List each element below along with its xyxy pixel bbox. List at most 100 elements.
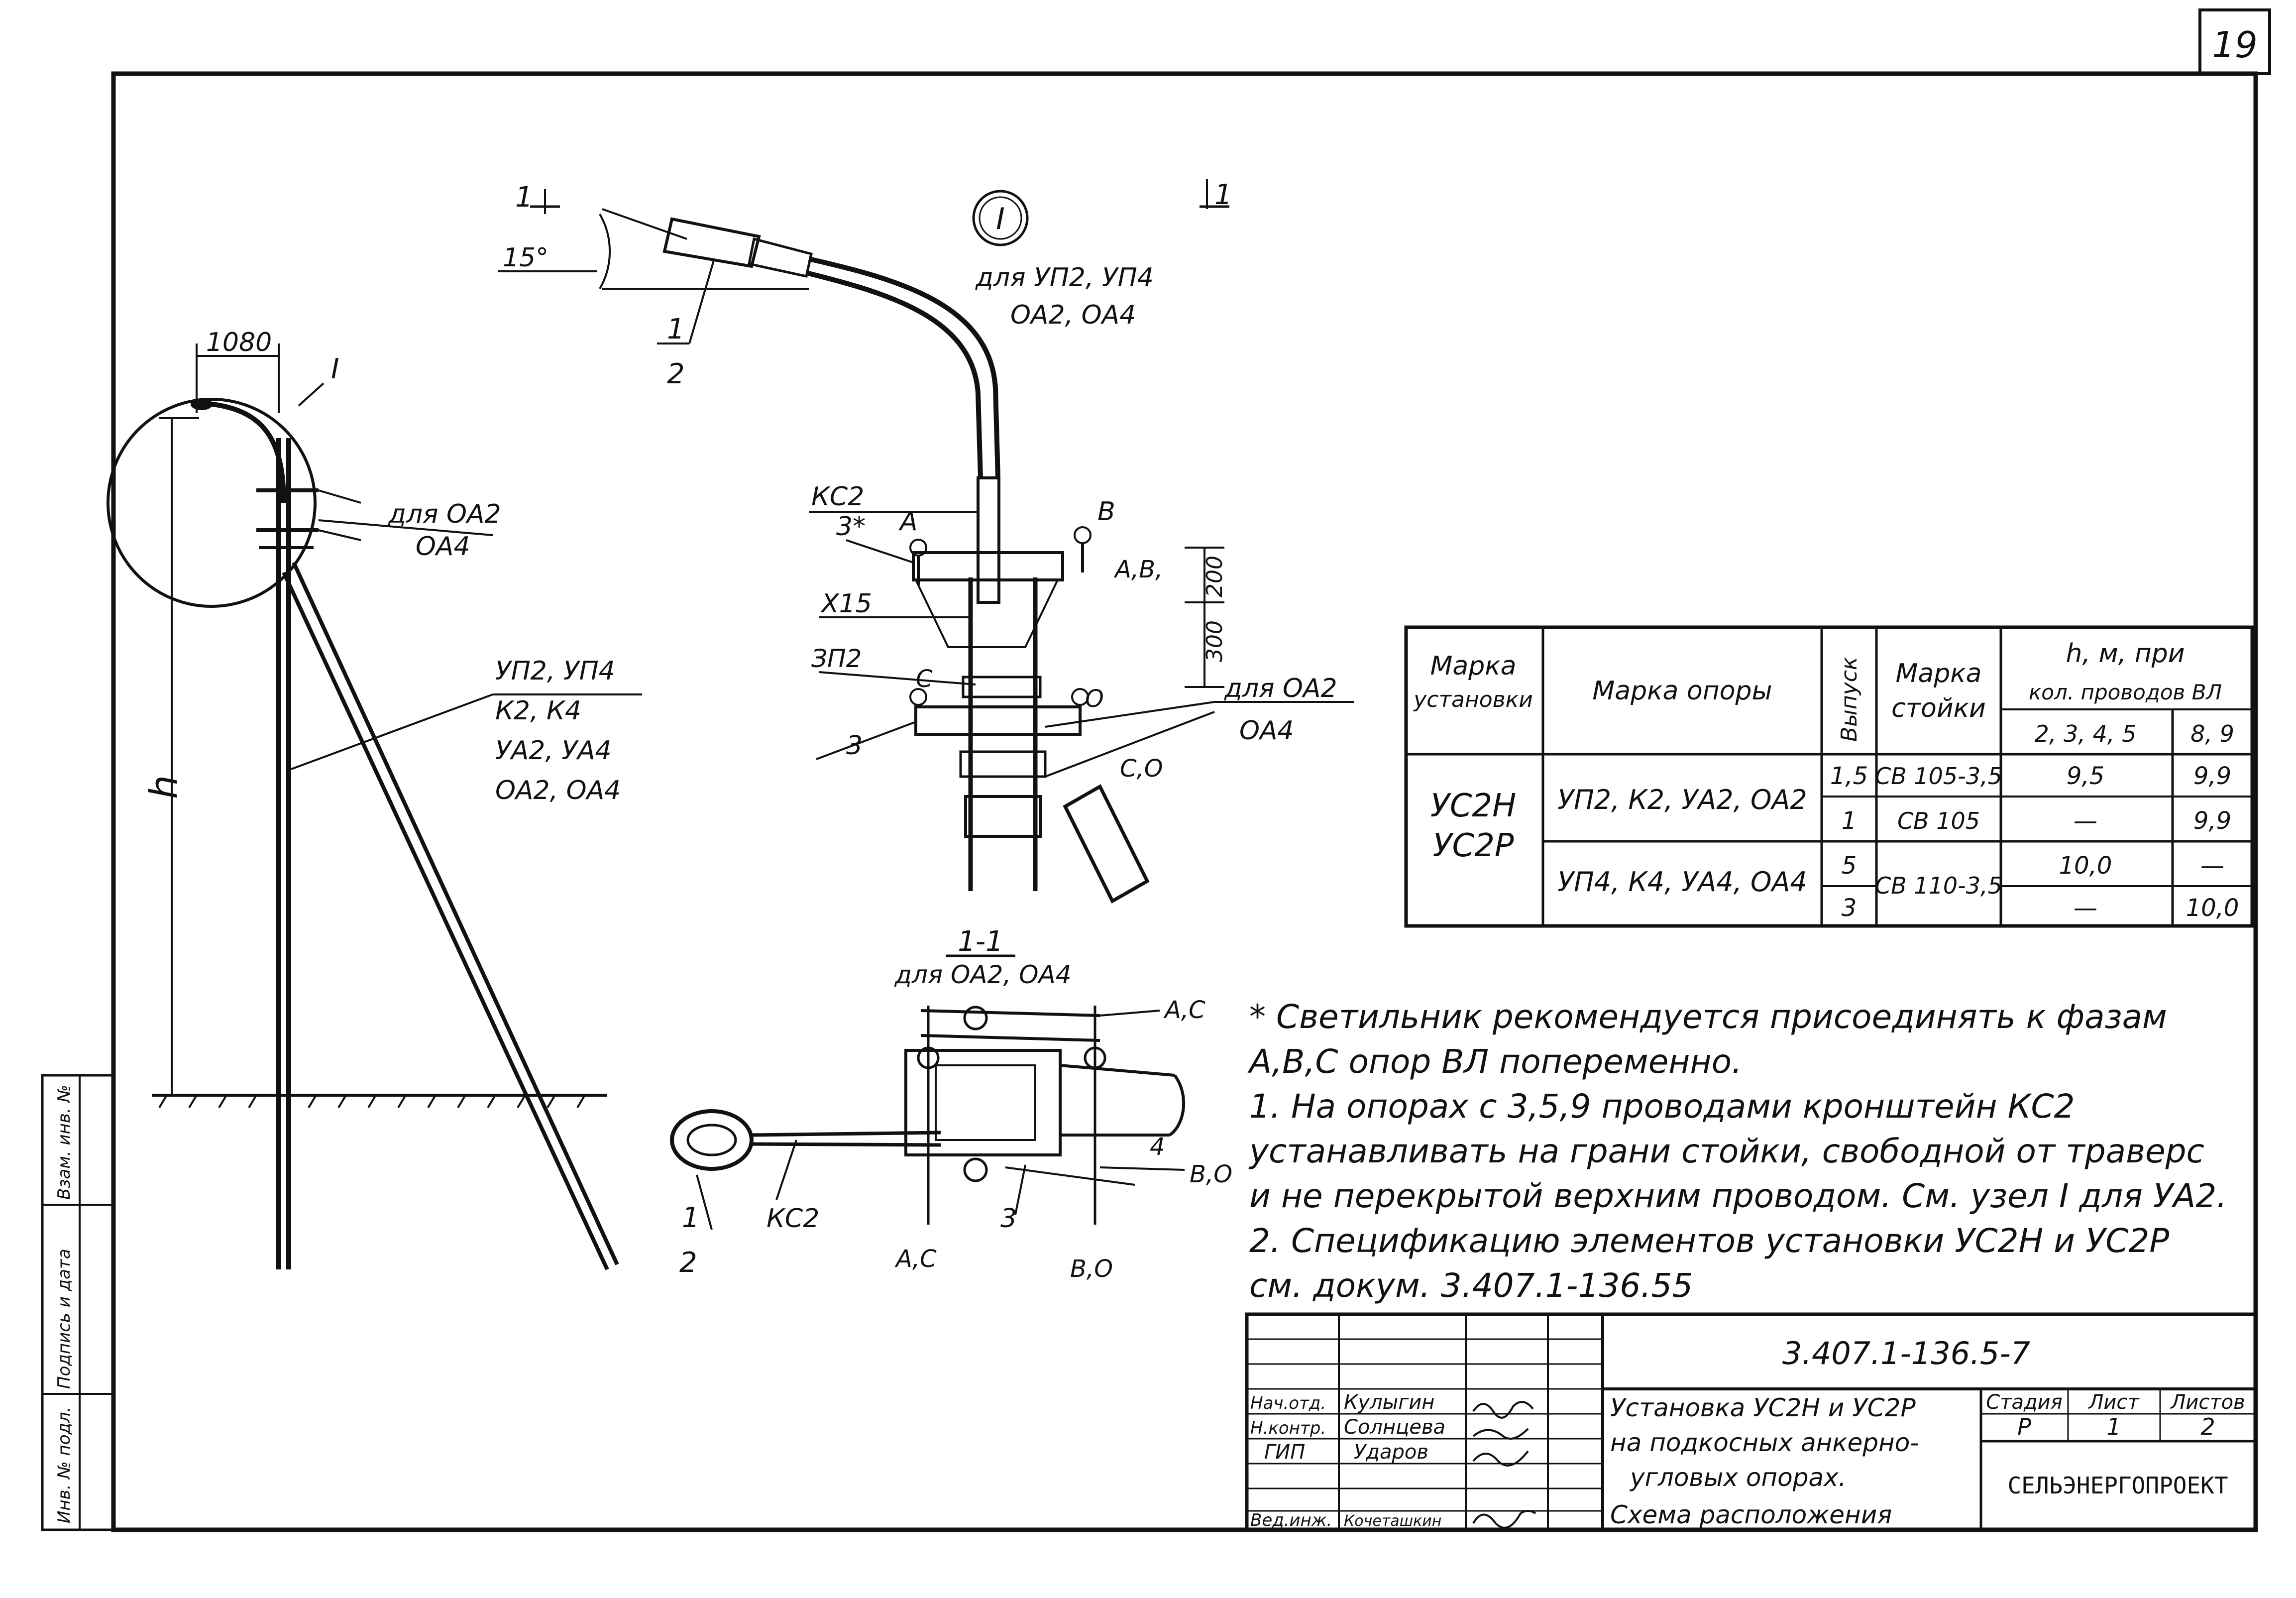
left-oa4: ОА4 [416, 532, 470, 562]
table-row2-hb: 9,9 [2193, 807, 2231, 835]
sign-name-4: Кочеташкин [1344, 1512, 1441, 1530]
note-line-2: А,В,С опор ВЛ попеременно. [1247, 1042, 1742, 1081]
label-A: А [898, 507, 918, 537]
section-label-kc2: КС2 [766, 1204, 819, 1234]
table-row3-stand: СВ 110-3,5 [1875, 872, 2002, 899]
doc-code: 3.407.1-136.5-7 [1782, 1335, 2030, 1371]
title-line-2: на подкосных анкерно- [1610, 1428, 1919, 1457]
pos-1-top: 1 [667, 313, 685, 345]
table-head-wires-b: 8, 9 [2190, 720, 2234, 747]
table-row1-pole: УП2, К2, УА2, ОА2 [1557, 784, 1807, 815]
angle-15: 15° [503, 243, 548, 273]
section-AC-top: А,С [1163, 996, 1205, 1024]
table-head-wires: кол. проводов ВЛ [2029, 680, 2222, 704]
sign-name-1: Кулыгин [1344, 1391, 1434, 1414]
section-subtitle: для ОА2, ОА4 [894, 960, 1071, 989]
stamp-sign-label: Подпись и дата [54, 1249, 74, 1389]
detail-I-drawing [498, 179, 1354, 904]
table-row4-hb: 10,0 [2186, 894, 2239, 922]
stamp-swap-label: Взам. инв. № [54, 1085, 74, 1200]
note-line-5: и не перекрытой верхним проводом. См. уз… [1249, 1177, 2227, 1215]
stage-value: Р [2017, 1413, 2031, 1440]
table-row2-ha: — [2074, 807, 2097, 835]
table-row3-hb: — [2200, 852, 2224, 880]
pole-general-view [107, 343, 642, 1270]
side-stamp [41, 1074, 115, 1531]
label-AB: А,В, [1113, 556, 1163, 583]
table-head-col3: Выпуск [1837, 657, 1862, 742]
dim-200: 200 [1202, 556, 1227, 597]
sign-name-3: Ударов [1354, 1441, 1428, 1464]
table-row1-ha: 9,5 [2067, 762, 2104, 790]
label-CO: С,О [1120, 755, 1163, 783]
section-label-2: 2 [679, 1247, 697, 1279]
node-label-I-left: I [331, 353, 339, 385]
table-row1-release: 1,5 [1830, 762, 1868, 790]
stamp-inv-label: Инв. № подл. [54, 1406, 74, 1523]
sheet-value: 1 [2106, 1413, 2121, 1440]
pole-type-1: УП2, УП4 [495, 656, 615, 686]
title-line-3: угловых опорах. [1629, 1463, 1847, 1492]
pole-type-2: К2, К4 [495, 696, 581, 726]
section-title: 1-1 [958, 925, 1003, 958]
table-row4-ha: — [2074, 894, 2097, 922]
stage-label: Стадия [1986, 1391, 2062, 1414]
table-row2-release: 1 [1842, 807, 1857, 835]
detail-for-1: для УП2, УП4 [975, 263, 1154, 293]
sheets-label: Листов [2170, 1391, 2245, 1414]
dim-300: 300 [1202, 620, 1227, 662]
label-O: О [1085, 685, 1104, 713]
sheet-label: Лист [2087, 1391, 2140, 1414]
table-head-h: h, м, при [2066, 639, 2185, 669]
note-line-4: устанавливать на грани стойки, свободной… [1248, 1132, 2204, 1170]
left-for-oa2: для ОА2 [388, 499, 501, 529]
section-BO-bottom: В,О [1070, 1255, 1113, 1283]
table-row1-hb: 9,9 [2193, 762, 2231, 790]
sheet-number: 19 [2212, 24, 2258, 66]
section-label-3: 3 [1000, 1204, 1017, 1234]
right-for-oa2: для ОА2 [1224, 674, 1337, 703]
pos-3-detail: 3 [846, 731, 863, 761]
table-head-wires-a: 2, 3, 4, 5 [2035, 720, 2137, 747]
table-head-col4-l1: Марка [1895, 659, 1981, 688]
org-name: СЕЛЬЭНЕРГОПРОЕКТ [2007, 1472, 2228, 1499]
table-head-col1-l2: установки [1413, 687, 1533, 712]
label-zp2: ЗП2 [811, 644, 862, 673]
pole-type-3: УА2, УА4 [495, 736, 612, 766]
section-label-4: 4 [1150, 1133, 1165, 1161]
h-table-grid [1404, 625, 2254, 928]
table-head-col1-l1: Марка [1430, 651, 1516, 681]
sign-role-3: ГИП [1264, 1441, 1305, 1464]
table-row3-pole: УП4, К4, УА4, ОА4 [1557, 866, 1807, 898]
title-line-4: Схема расположения [1610, 1500, 1892, 1529]
sign-name-2: Солнцева [1344, 1416, 1445, 1439]
node-label-I: I [996, 202, 1005, 236]
section-BO-right: В,О [1190, 1160, 1232, 1188]
section-1-left: 1 [515, 181, 533, 214]
height-h: h [141, 775, 186, 799]
dim-1080: 1080 [206, 328, 272, 357]
table-row1-stand: СВ 105-3,5 [1875, 763, 2002, 790]
kc2-detail: КС2 [811, 482, 864, 512]
table-install-mark-2: УС2Р [1433, 827, 1514, 864]
label-C: С [916, 665, 933, 693]
drawing-frame [111, 8, 2271, 1532]
table-row3-release: 5 [1842, 852, 1857, 880]
table-head-col4-l2: стойки [1891, 693, 1986, 723]
right-oa4: ОА4 [1239, 716, 1294, 746]
table-install-mark-1: УС2Н [1430, 788, 1517, 824]
note-line-3: 1. На опорах с 3,5,9 проводами кронштейн… [1249, 1087, 2075, 1126]
table-row3-ha: 10,0 [2059, 852, 2112, 880]
pole-type-4: ОА2, ОА4 [495, 776, 621, 805]
table-row2-stand: СВ 105 [1897, 807, 1980, 834]
label-x15: Х15 [820, 589, 872, 619]
detail-for-2: ОА2, ОА4 [1010, 300, 1136, 330]
sign-role-1: Нач.отд. [1250, 1393, 1326, 1413]
section-AC-bottom: А,С [894, 1245, 937, 1273]
note-line-6: 2. Спецификацию элементов установки УС2Н… [1249, 1222, 2169, 1260]
note-line-7: см. докум. 3.407.1-136.55 [1249, 1266, 1693, 1305]
title-line-1: Установка УС2Н и УС2Р [1610, 1393, 1916, 1422]
section-1-right: 1 [1214, 179, 1232, 211]
title-block-grid [1245, 1312, 2258, 1532]
